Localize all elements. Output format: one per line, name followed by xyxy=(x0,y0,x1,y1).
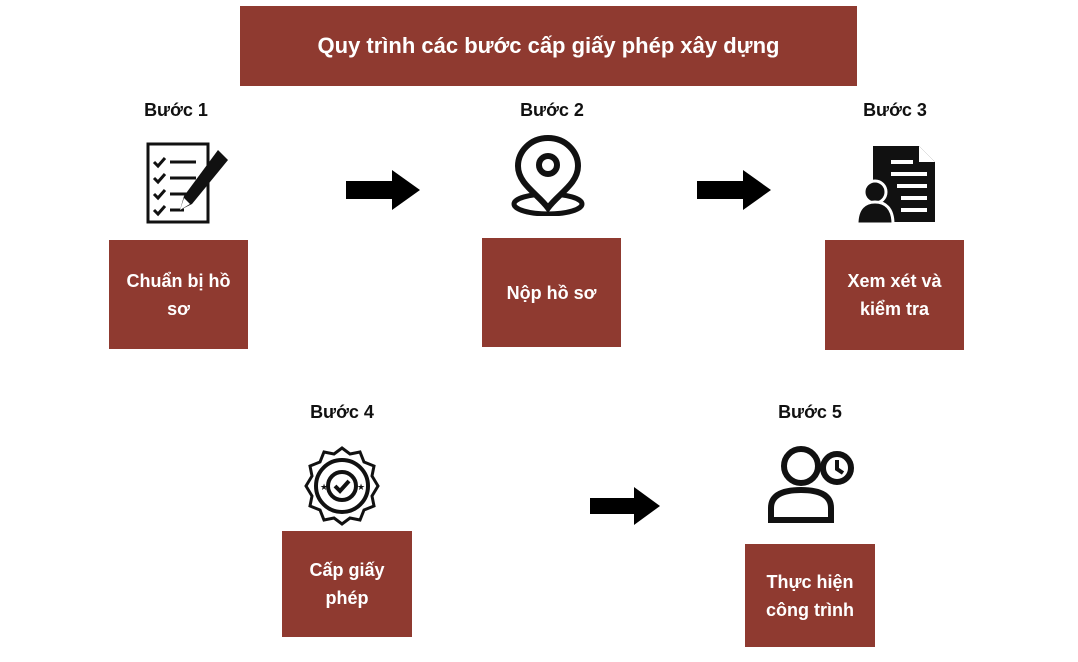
step-5-label: Bước 5 xyxy=(778,402,842,422)
approval-seal-icon: ★ ★ xyxy=(304,446,380,526)
checklist-pen-icon xyxy=(146,142,228,224)
arrow-right-icon xyxy=(346,170,420,210)
step-2-label: Bước 2 xyxy=(520,100,584,120)
arrow-right-icon xyxy=(590,487,660,525)
step-3-label: Bước 3 xyxy=(863,100,927,120)
step-2-box: Nộp hồ sơ xyxy=(482,238,621,347)
arrow-right-icon xyxy=(697,170,771,210)
step-1-box: Chuẩn bị hồ sơ xyxy=(109,240,248,349)
svg-text:★: ★ xyxy=(320,483,328,493)
document-person-icon xyxy=(855,146,935,226)
step-4-label: Bước 4 xyxy=(310,402,374,422)
map-pin-icon xyxy=(511,134,585,216)
step-5-box: Thực hiện công trình xyxy=(745,544,875,647)
step-3-box: Xem xét và kiểm tra xyxy=(825,240,964,350)
step-4-box: Cấp giấy phép xyxy=(282,531,412,637)
diagram-title: Quy trình các bước cấp giấy phép xây dựn… xyxy=(240,6,857,86)
step-1-label: Bước 1 xyxy=(144,100,208,120)
svg-text:★: ★ xyxy=(357,483,365,493)
user-clock-icon xyxy=(768,446,854,523)
